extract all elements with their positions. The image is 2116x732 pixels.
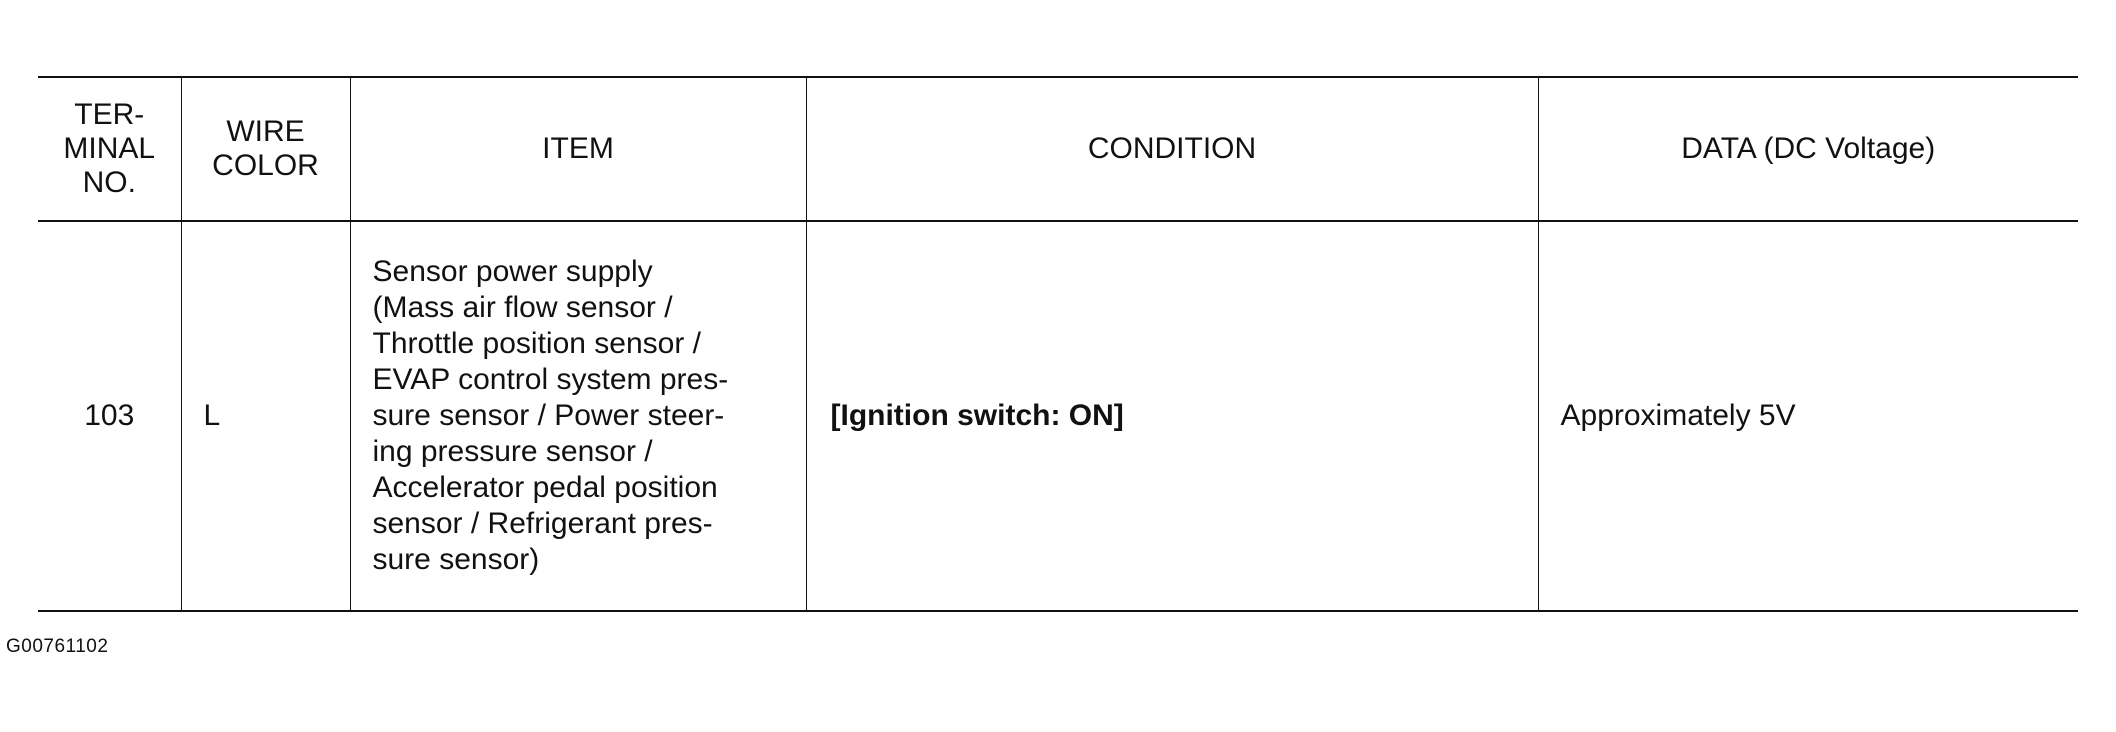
condition-cell: [Ignition switch: ON] bbox=[805, 221, 1538, 612]
header-terminal-no: TER- MINAL NO. bbox=[38, 76, 181, 222]
figure-code: G00761102 bbox=[6, 636, 109, 657]
item-line: EVAP control system pres- bbox=[372, 363, 729, 396]
item-line: sure sensor) bbox=[372, 543, 540, 576]
data-voltage-cell: Approximately 5V bbox=[1537, 221, 2078, 612]
item-line: Sensor power supply bbox=[372, 255, 653, 288]
wire-color-cell: L bbox=[180, 221, 350, 612]
header-item: ITEM bbox=[349, 76, 806, 222]
terminal-number-cell: 103 bbox=[38, 221, 181, 612]
terminal-data-table: TER- MINAL NO. WIRE COLOR ITEM CONDITION… bbox=[38, 76, 2078, 612]
table-row: 103 L Sensor power supply (Mass air flow… bbox=[38, 221, 2078, 612]
header-wire-color: WIRE COLOR bbox=[180, 76, 350, 222]
header-terminal-line: TER- bbox=[74, 98, 145, 131]
table-header-row: TER- MINAL NO. WIRE COLOR ITEM CONDITION… bbox=[38, 76, 2078, 222]
item-line: sure sensor / Power steer- bbox=[372, 399, 725, 432]
item-line: ing pressure sensor / bbox=[372, 435, 653, 468]
item-line: sensor / Refrigerant pres- bbox=[372, 507, 713, 540]
header-data: DATA (DC Voltage) bbox=[1537, 76, 2078, 222]
header-wire-color-line: WIRE bbox=[226, 115, 305, 148]
item-cell: Sensor power supply (Mass air flow senso… bbox=[349, 221, 806, 612]
header-wire-color-line: COLOR bbox=[212, 149, 319, 182]
item-line: (Mass air flow sensor / bbox=[372, 291, 673, 324]
item-line: Accelerator pedal position bbox=[372, 471, 718, 504]
header-terminal-line: MINAL bbox=[63, 132, 156, 165]
item-line: Throttle position sensor / bbox=[372, 327, 702, 360]
header-terminal-line: NO. bbox=[82, 166, 136, 199]
header-condition: CONDITION bbox=[805, 76, 1538, 222]
